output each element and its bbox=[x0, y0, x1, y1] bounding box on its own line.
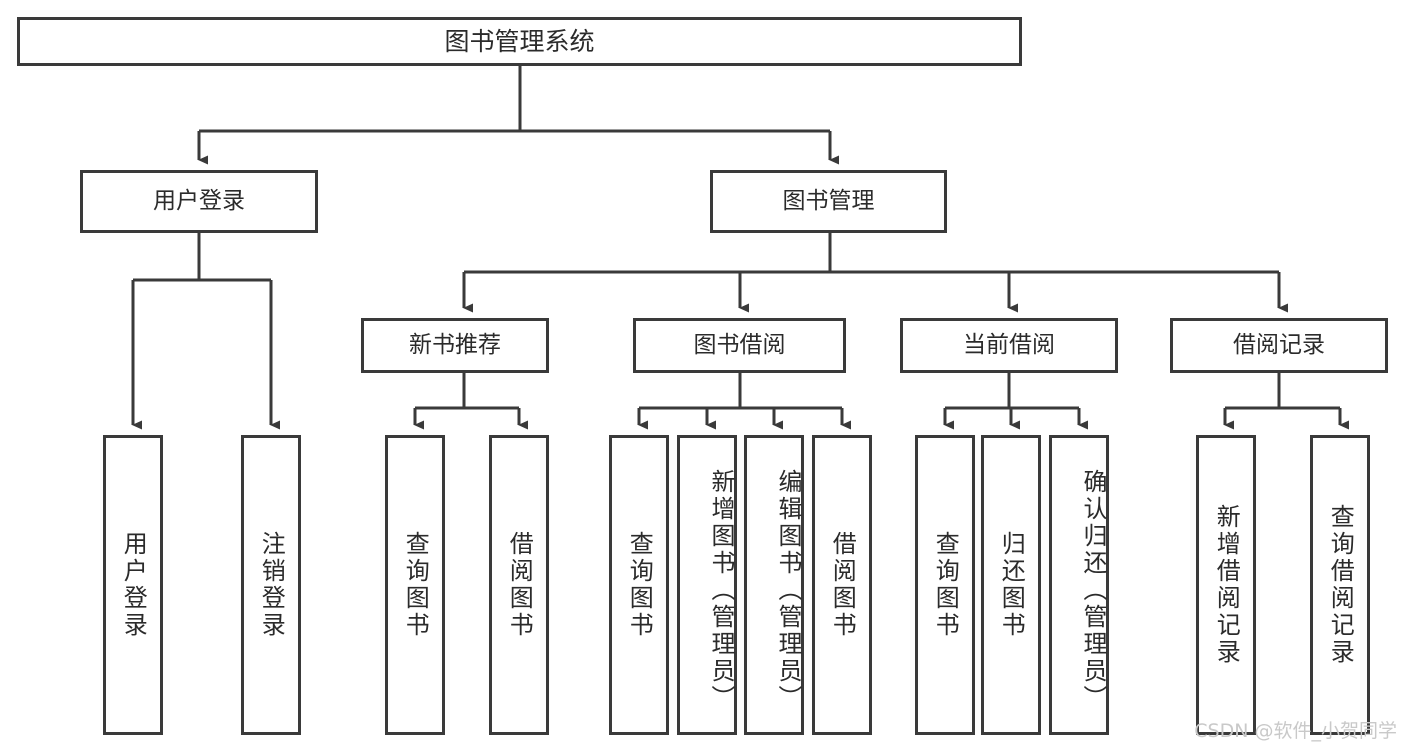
leaf-edit-book-admin-label: 编辑图书（管理员） bbox=[774, 468, 802, 712]
node-root[interactable]: 图书管理系统 bbox=[17, 17, 1022, 66]
leaf-user-login-label: 用户登录 bbox=[119, 531, 148, 639]
leaf-query-borrow-record[interactable]: 查询借阅记录 bbox=[1310, 435, 1370, 735]
leaf-add-book-admin-label: 新增图书（管理员） bbox=[707, 468, 735, 712]
leaf-borrow-book-recommend-label: 借阅图书 bbox=[505, 531, 534, 639]
node-new-book-recommend-label: 新书推荐 bbox=[409, 331, 501, 358]
leaf-query-book-current[interactable]: 查询图书 bbox=[915, 435, 975, 735]
leaf-confirm-return-admin[interactable]: 确认归还（管理员） bbox=[1049, 435, 1109, 735]
node-borrow-record-label: 借阅记录 bbox=[1233, 331, 1325, 358]
leaf-add-book-admin[interactable]: 新增图书（管理员） bbox=[677, 435, 737, 735]
watermark: CSDN @软件_小贺同学 bbox=[1194, 720, 1397, 742]
leaf-query-borrow-record-label: 查询借阅记录 bbox=[1326, 504, 1355, 666]
node-root-label: 图书管理系统 bbox=[444, 26, 595, 56]
leaf-logout[interactable]: 注销登录 bbox=[241, 435, 301, 735]
leaf-query-book-recommend[interactable]: 查询图书 bbox=[385, 435, 445, 735]
node-current-borrow[interactable]: 当前借阅 bbox=[900, 318, 1118, 373]
leaf-confirm-return-admin-label: 确认归还（管理员） bbox=[1079, 468, 1107, 712]
leaf-borrow-book-recommend[interactable]: 借阅图书 bbox=[489, 435, 549, 735]
leaf-add-borrow-record-label: 新增借阅记录 bbox=[1212, 504, 1241, 666]
leaf-borrow-book-label: 借阅图书 bbox=[828, 531, 857, 639]
node-current-borrow-label: 当前借阅 bbox=[963, 331, 1055, 358]
leaf-edit-book-admin[interactable]: 编辑图书（管理员） bbox=[744, 435, 804, 735]
node-user-login[interactable]: 用户登录 bbox=[80, 170, 318, 233]
leaf-user-login[interactable]: 用户登录 bbox=[103, 435, 163, 735]
node-borrow-record[interactable]: 借阅记录 bbox=[1170, 318, 1388, 373]
leaf-query-book-current-label: 查询图书 bbox=[931, 531, 960, 639]
leaf-query-book-recommend-label: 查询图书 bbox=[401, 531, 430, 639]
leaf-return-book-label: 归还图书 bbox=[997, 531, 1026, 639]
node-book-borrow[interactable]: 图书借阅 bbox=[633, 318, 846, 373]
leaf-return-book[interactable]: 归还图书 bbox=[981, 435, 1041, 735]
node-book-management[interactable]: 图书管理 bbox=[710, 170, 947, 233]
leaf-add-borrow-record[interactable]: 新增借阅记录 bbox=[1196, 435, 1256, 735]
leaf-borrow-book[interactable]: 借阅图书 bbox=[812, 435, 872, 735]
leaf-query-book-borrow-label: 查询图书 bbox=[625, 531, 654, 639]
leaf-logout-label: 注销登录 bbox=[257, 531, 286, 639]
node-new-book-recommend[interactable]: 新书推荐 bbox=[361, 318, 549, 373]
node-book-borrow-label: 图书借阅 bbox=[693, 331, 786, 358]
node-book-management-label: 图书管理 bbox=[782, 187, 875, 214]
node-user-login-label: 用户登录 bbox=[153, 187, 245, 214]
leaf-query-book-borrow[interactable]: 查询图书 bbox=[609, 435, 669, 735]
